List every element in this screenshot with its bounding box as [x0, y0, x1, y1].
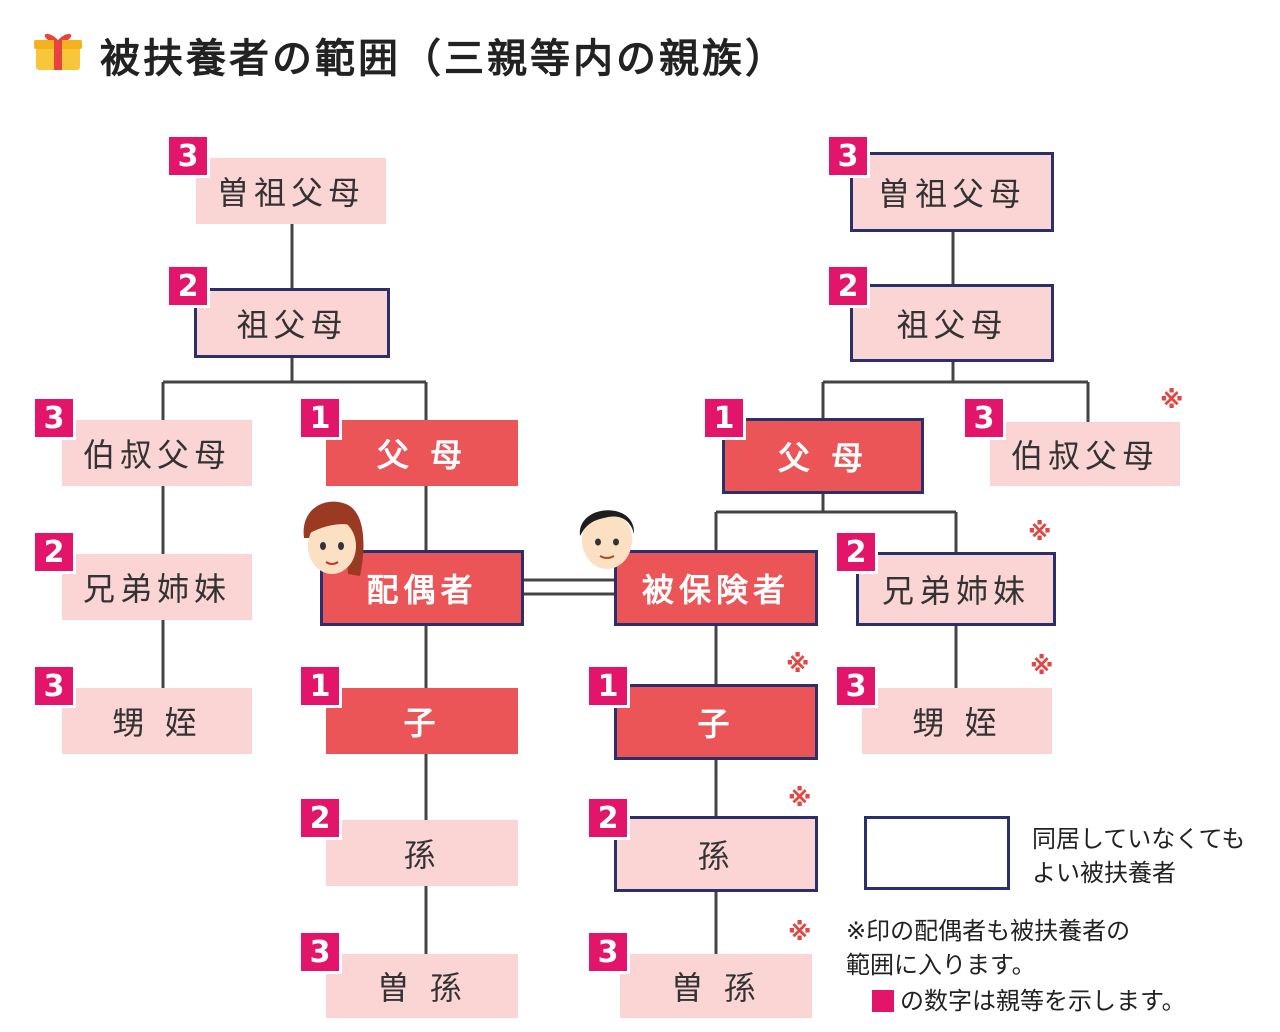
right-parents-box: 父 母 — [722, 418, 924, 494]
insured-box: 被保険者 — [614, 550, 818, 626]
left-grandparents-degree-badge: 2 — [166, 264, 210, 308]
left-parents-degree-badge: 1 — [298, 396, 342, 440]
right-siblings-mark: ※ — [1028, 518, 1052, 546]
legend-frame-sample — [864, 816, 1010, 890]
left-grandchildren-box: 孫 — [326, 820, 518, 886]
right-uncles-aunts-degree-badge: 3 — [962, 396, 1006, 440]
legend-mark-note: ※印の配偶者も被扶養者の 範囲に入ります。 — [846, 917, 1131, 979]
legend-number-note: の数字は親等を示します。 — [900, 987, 1186, 1015]
right-great-grandchildren-degree-badge: 3 — [586, 930, 630, 974]
right-siblings-box: 兄弟姉妹 — [856, 552, 1056, 626]
right-grandchildren-box: 孫 — [614, 816, 818, 892]
right-nephews-nieces-mark: ※ — [1030, 652, 1054, 680]
left-parents-box: 父 母 — [326, 420, 518, 486]
insured-face-icon — [579, 510, 635, 569]
right-uncles-aunts-mark: ※ — [1160, 386, 1184, 414]
legend-frame-note: 同居していなくても よい被扶養者 — [1032, 825, 1246, 887]
left-great-grandparents-box: 曽祖父母 — [196, 158, 386, 224]
right-grandparents-box: 祖父母 — [850, 284, 1054, 362]
right-great-grandparents-box: 曽祖父母 — [850, 152, 1054, 232]
page-title: 被扶養者の範囲（三親等内の親族） — [100, 36, 788, 82]
left-great-grandchildren-degree-badge: 3 — [298, 930, 342, 974]
left-great-grandparents-degree-badge: 3 — [166, 134, 210, 178]
spouse-face-icon — [303, 501, 364, 576]
left-children-degree-badge: 1 — [298, 664, 342, 708]
right-great-grandparents-degree-badge: 3 — [826, 134, 870, 178]
left-uncles-aunts-box: 伯叔父母 — [62, 420, 252, 486]
right-great-grandchildren-mark: ※ — [788, 918, 812, 946]
right-parents-degree-badge: 1 — [702, 396, 746, 440]
left-nephews-nieces-box: 甥 姪 — [62, 688, 252, 754]
right-grandchildren-degree-badge: 2 — [586, 796, 630, 840]
right-children-degree-badge: 1 — [586, 664, 630, 708]
left-siblings-box: 兄弟姉妹 — [62, 554, 252, 620]
left-great-grandchildren-box: 曽 孫 — [326, 954, 518, 1018]
right-nephews-nieces-degree-badge: 3 — [834, 664, 878, 708]
right-grandchildren-mark: ※ — [788, 784, 812, 812]
left-children-box: 子 — [326, 688, 518, 754]
gift-icon — [34, 33, 82, 70]
right-grandparents-degree-badge: 2 — [826, 264, 870, 308]
left-siblings-degree-badge: 2 — [32, 530, 76, 574]
left-nephews-nieces-degree-badge: 3 — [32, 664, 76, 708]
left-grandparents-box: 祖父母 — [194, 288, 390, 358]
right-siblings-degree-badge: 2 — [834, 530, 878, 574]
right-uncles-aunts-box: 伯叔父母 — [990, 422, 1180, 486]
right-great-grandchildren-box: 曽 孫 — [620, 954, 812, 1018]
left-grandchildren-degree-badge: 2 — [298, 796, 342, 840]
right-children-mark: ※ — [786, 650, 810, 678]
left-uncles-aunts-degree-badge: 3 — [32, 396, 76, 440]
legend-degree-square-icon — [872, 990, 894, 1012]
right-nephews-nieces-box: 甥 姪 — [862, 688, 1052, 754]
right-children-box: 子 — [614, 684, 818, 760]
